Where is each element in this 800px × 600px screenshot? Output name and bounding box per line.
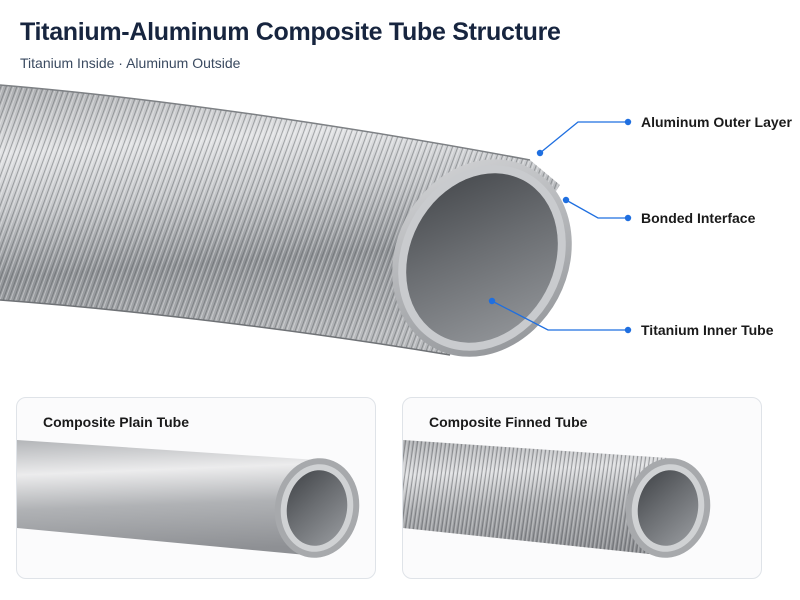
page-subtitle: Titanium Inside · Aluminum Outside [20, 55, 241, 71]
callout-bonded-interface: Bonded Interface [641, 210, 756, 226]
card-finned-tube-title: Composite Finned Tube [429, 414, 588, 430]
callout-leaders [491, 121, 626, 331]
card-plain-tube: Composite Plain Tube [16, 397, 376, 579]
hero-finned-tube [0, 84, 632, 357]
callout-titanium-inner-tube: Titanium Inner Tube [641, 322, 774, 338]
card-plain-tube-title: Composite Plain Tube [43, 414, 189, 430]
callout-markers [488, 118, 632, 334]
hero-tube-opening [392, 159, 572, 357]
plain-tube-illustration [17, 440, 360, 558]
callout-aluminum-outer-layer: Aluminum Outer Layer [641, 114, 792, 130]
page-title: Titanium-Aluminum Composite Tube Structu… [20, 18, 561, 46]
card-finned-tube: Composite Finned Tube [402, 397, 762, 579]
finned-tube-illustration [403, 440, 711, 558]
